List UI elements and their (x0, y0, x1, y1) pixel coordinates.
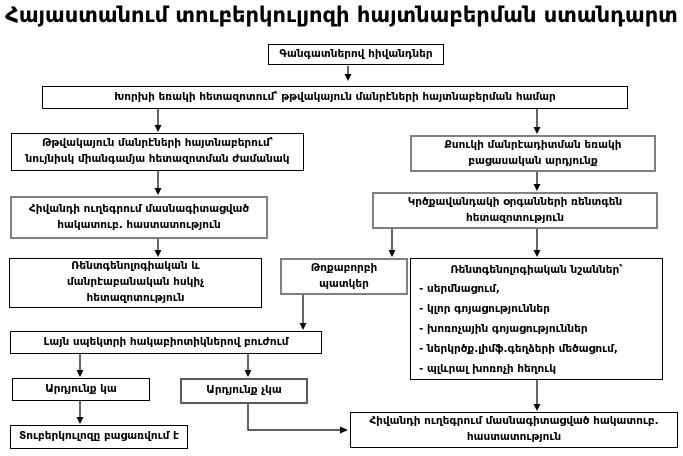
signs-item-dissemination: - սերմնացում, (419, 283, 500, 295)
arrow-result-yes-to-excluded (76, 401, 84, 424)
box-smear-triple-negative: Քսուկի մանրէադիտման եռակի բացասական արդյ… (410, 135, 656, 172)
box-result-no: Արդյունք չկա (180, 378, 308, 404)
box-line: Հիվանդի ուղեգրում մասնագիտացված (28, 202, 250, 215)
arrow-xray-to-pneumonia (388, 229, 396, 257)
box-triple-sputum-exam: Խորխի եռակի հետազոտում՝ թթվակայուն մանրէ… (42, 86, 628, 109)
box-referral-specialized-tb-institution-1: Հիվանդի ուղեգրում մասնագիտացված հակատուբ… (10, 196, 268, 239)
box-result-yes: Արդյունք կա (12, 378, 150, 401)
box-line: պատկեր (319, 277, 369, 290)
box-line: հետազոտություն (86, 291, 185, 304)
box-chest-xray-exam: Կրծքավանդակի օրգանների ռենտգեն հետազոտու… (372, 192, 658, 229)
arrow-patients-to-sputum (344, 66, 352, 81)
box-patients-with-complaints: Գանգատներով հիվանդներ (268, 44, 444, 65)
box-label: Խորխի եռակի հետազոտում՝ թթվակայուն մանրէ… (114, 90, 556, 103)
signs-item-round-formations: - կլոր գոյացություններ (419, 303, 550, 315)
box-line: հակատուբ. հաստատություն (57, 218, 221, 231)
box-line: մանրէաբանական հսկիչ (67, 276, 204, 289)
box-pneumonia-picture: Թոքաբորբի պատկեր (280, 258, 408, 295)
box-radiological-signs: Ռենտգենոլոգիական նշաններ՝ - սերմնացում, … (410, 258, 663, 380)
signs-header: Ռենտգենոլոգիական նշաններ՝ (450, 264, 623, 276)
box-line: Թթվակայուն մանրէների հայտնաբերում՝ (42, 137, 273, 150)
arrow-sputum-to-afb (154, 109, 162, 132)
box-broad-spectrum-antibiotics: Լայն սպեկտրի հակաբիոտիկներով բուժում (10, 331, 322, 354)
box-label: Արդյունք կա (45, 382, 117, 395)
box-radiological-bacteriological-control: Ռենտգենոլոգիական և մանրէաբանական հսկիչ հ… (9, 258, 262, 308)
box-line: Թոքաբորբի (310, 261, 378, 274)
arrow-afb-to-referral1 (154, 171, 162, 195)
arrow-signs-to-referral2 (533, 380, 541, 411)
box-label: Տուբերկուլոզը բացառվում է (19, 430, 179, 443)
box-referral-specialized-tb-institution-2: Հիվանդի ուղեգրում մասնագիտացված հակատուբ… (350, 412, 678, 448)
box-line: նույնիսկ միանգամյա հետազոտման ժամանակ (25, 153, 290, 165)
arrow-sputum-to-smearneg (533, 109, 541, 134)
arrow-result-no-to-referral2 (247, 404, 348, 434)
box-line: բացասական արդյունք (468, 154, 598, 167)
box-label: Արդյունք չկա (206, 384, 282, 397)
box-line: Հիվանդի ուղեգրում մասնագիտացված հակատուբ… (369, 415, 659, 428)
box-line: Ռենտգենոլոգիական և (71, 260, 200, 273)
box-label: Լայն սպեկտրի հակաբիոտիկներով բուժում (43, 335, 289, 348)
arrow-smearneg-to-xray (533, 172, 541, 191)
box-label: Գանգատներով հիվանդներ (279, 47, 433, 60)
box-line: հետազոտություն (466, 211, 564, 224)
arrow-antibiotics-to-result-yes (76, 354, 84, 377)
arrow-referral1-to-control (154, 239, 162, 257)
signs-item-lymph-node-enlargement: - ներկրծք.լիմֆ.գեղձերի մեծացում, (419, 343, 618, 355)
page-title: Հայաստանում տուբերկուլյոզի հայտնաբերման … (5, 3, 678, 27)
box-line: հաստատություն (466, 431, 562, 443)
arrow-pneumonia-to-antibiotics (299, 295, 307, 330)
arrow-xray-to-signs (533, 229, 541, 257)
signs-item-pleural-fluid: - պլևրալ խոռոչի հեղուկ (419, 363, 556, 375)
box-afb-detected: Թթվակայուն մանրէների հայտնաբերում՝ նույն… (11, 133, 304, 171)
box-line: Քսուկի մանրէադիտման եռակի (444, 138, 622, 151)
box-tb-excluded: Տուբերկուլոզը բացառվում է (10, 425, 188, 449)
box-line: Կրծքավանդակի օրգանների ռենտգեն (407, 195, 623, 208)
arrow-antibiotics-to-result-no (244, 354, 252, 377)
signs-item-cavitary-formations: - խոռոչային գոյացություններ (419, 323, 588, 335)
